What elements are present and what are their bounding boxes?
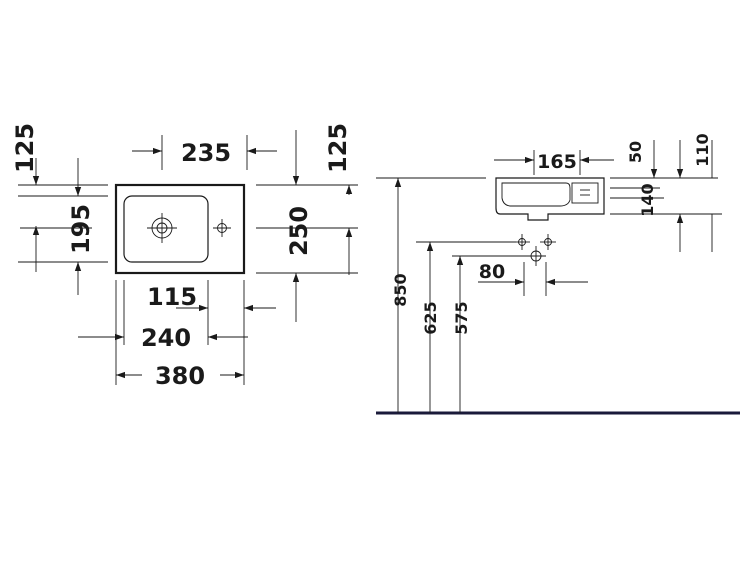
dim-125-left-label: 125: [11, 123, 39, 173]
basin-side-profile: [495, 177, 605, 221]
dim-195-label: 195: [67, 204, 95, 254]
dim-165: 165: [494, 150, 614, 175]
dim-240-label: 240: [141, 324, 191, 352]
basin-bowl: [123, 195, 209, 263]
dim-235-label: 235: [181, 139, 231, 167]
drain-symbol: [147, 213, 177, 243]
dim-125-left: 125: [11, 123, 108, 196]
dim-115: 115: [147, 283, 276, 312]
dim-115-label: 115: [147, 283, 197, 311]
dim-50-label: 50: [626, 141, 645, 163]
dim-235: 235: [132, 135, 277, 170]
dim-195: 195: [18, 195, 108, 295]
dim-850: 850: [376, 177, 486, 413]
dim-110-label: 110: [693, 133, 712, 166]
dim-250-label: 250: [285, 206, 313, 256]
side-view: 850 625 575 80 165: [376, 133, 740, 415]
dim-50: 50: [610, 140, 718, 189]
dim-240: 240: [78, 324, 248, 352]
dim-575: 575: [452, 255, 528, 413]
dim-625: 625: [416, 241, 516, 413]
dim-125-right-label: 125: [324, 123, 352, 173]
dim-250: 250: [256, 206, 358, 322]
basin-outline: [114, 183, 246, 275]
dim-125-right: 125: [256, 123, 358, 195]
dim-110: 110: [676, 133, 713, 178]
dim-140: 140: [610, 183, 722, 252]
dim-380: 380: [116, 362, 244, 390]
dim-850-label: 850: [391, 273, 410, 306]
dim-140-label: 140: [638, 183, 657, 216]
dim-165-label: 165: [537, 151, 577, 173]
connection-symbols: [514, 234, 556, 266]
dim-380-label: 380: [155, 362, 205, 390]
plan-view: 235 125 195 125: [11, 123, 358, 390]
dim-575-label: 575: [452, 301, 471, 334]
dim-80: 80: [478, 261, 588, 296]
dim-625-label: 625: [421, 301, 440, 334]
dim-80-label: 80: [479, 261, 505, 283]
tap-hole-symbol: [213, 219, 231, 237]
